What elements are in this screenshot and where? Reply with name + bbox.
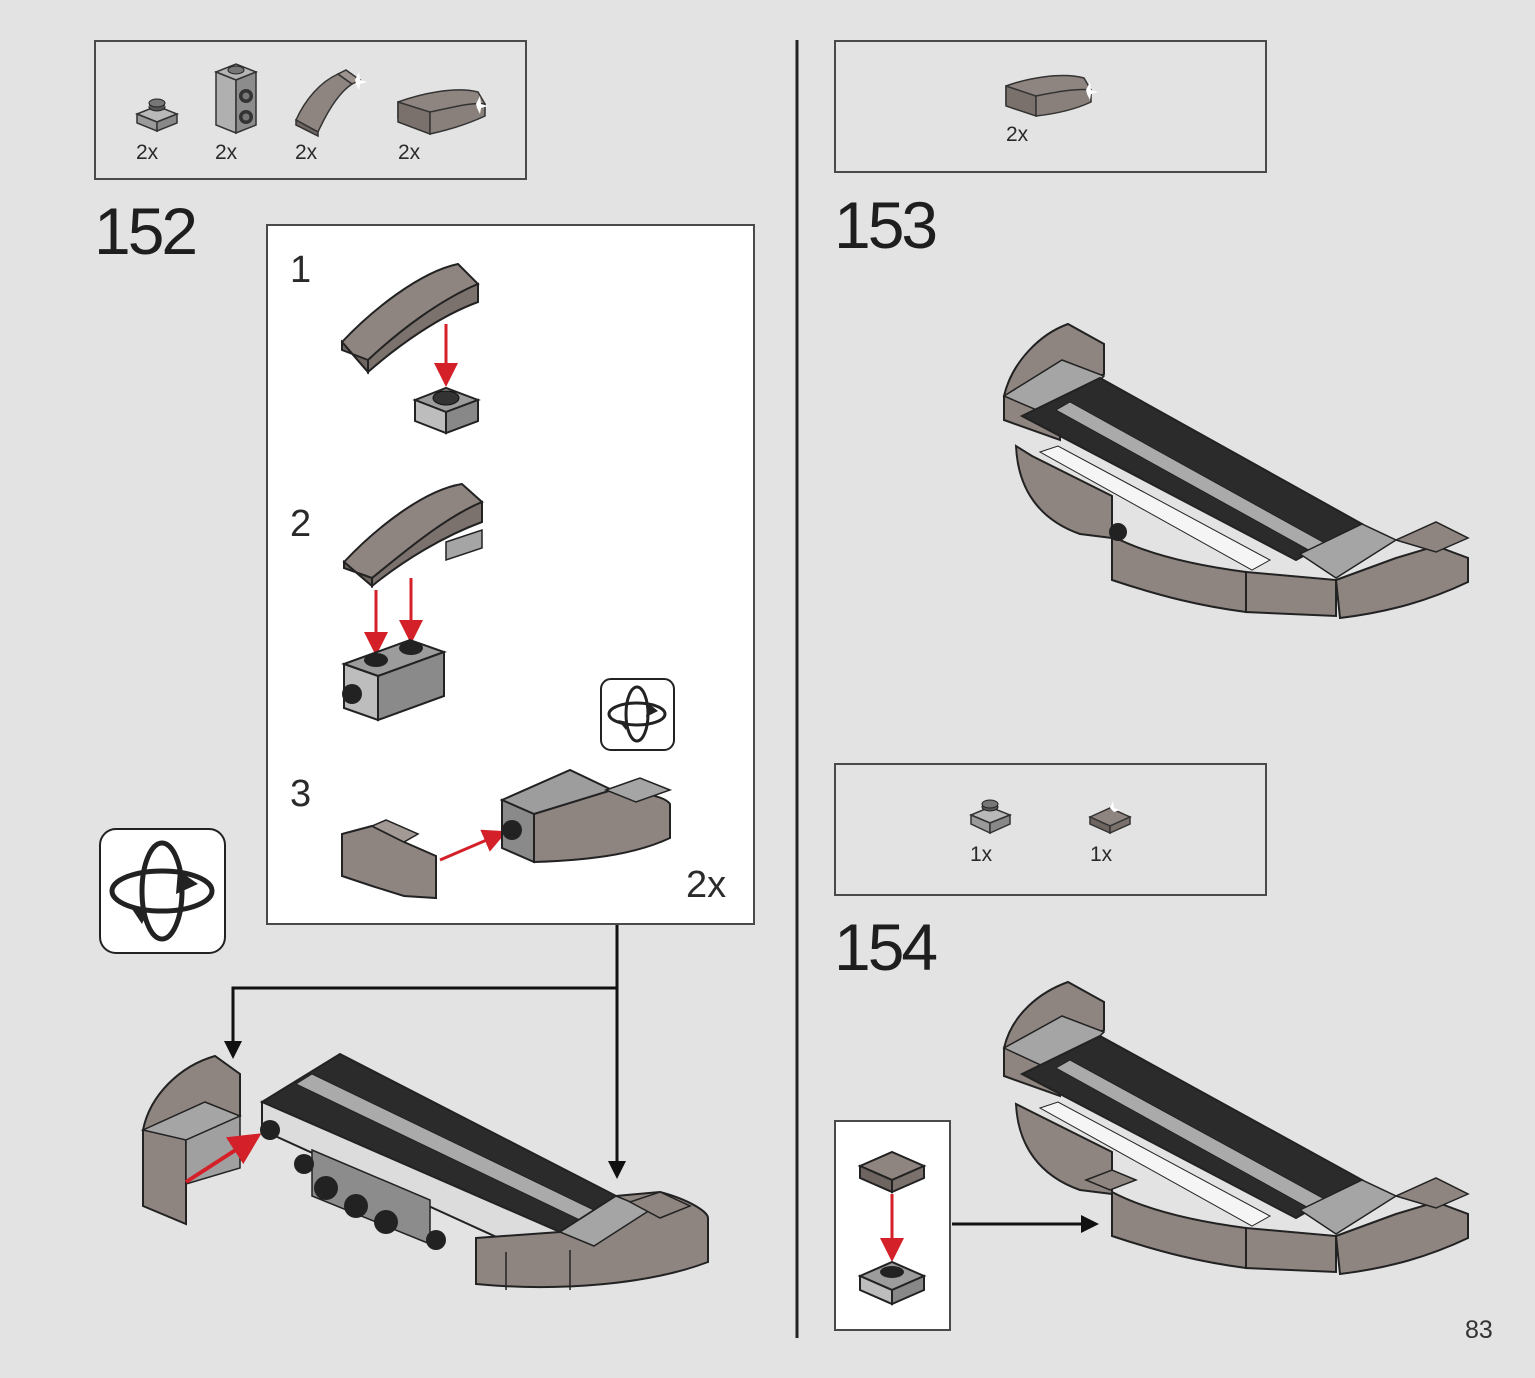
part-curved-slope-2x1-icon	[397, 89, 488, 136]
rotate-icon	[99, 828, 226, 954]
step-152-model	[140, 1052, 709, 1290]
step-number: 153	[834, 188, 938, 262]
page-number: 83	[1465, 1316, 1493, 1344]
substep-1-art	[340, 262, 481, 435]
part-qty: 1x	[970, 843, 993, 866]
submodel-multiplier: 2x	[686, 864, 727, 906]
substep-2-art	[341, 482, 484, 722]
submodel-rotate-icon	[600, 678, 675, 751]
part-curved-slope-153-icon	[1005, 74, 1098, 118]
part-qty: 2x	[136, 141, 159, 164]
part-curved-slope-small-icon	[295, 69, 367, 138]
part-qty: 2x	[295, 141, 318, 164]
submodel-callout	[266, 224, 755, 925]
part-qty: 2x	[215, 141, 238, 164]
step-153-parts-list	[834, 40, 1267, 173]
part-plate-154-icon	[969, 799, 1013, 835]
step-152-parts-list	[94, 40, 527, 180]
part-tile-154-icon	[1088, 801, 1132, 835]
substep-3-art	[341, 768, 673, 900]
part-brick-studs-side-icon	[213, 63, 259, 135]
substep-number: 1	[290, 249, 312, 291]
step-153-model	[1002, 322, 1470, 620]
part-plate-1x1-icon	[134, 98, 180, 133]
part-qty: 2x	[1006, 123, 1029, 146]
part-qty: 2x	[398, 141, 421, 164]
submodel-connector-lines	[224, 924, 626, 1179]
step-154-parts-list	[834, 763, 1267, 896]
step-number: 154	[834, 910, 938, 984]
step-154-callout-art	[857, 1150, 927, 1306]
substep-number: 3	[290, 773, 312, 815]
step-number: 152	[94, 194, 198, 268]
substep-number: 2	[290, 503, 312, 545]
step-154-callout	[834, 1120, 951, 1331]
step-154-model	[952, 980, 1470, 1276]
part-qty: 1x	[1090, 843, 1113, 866]
